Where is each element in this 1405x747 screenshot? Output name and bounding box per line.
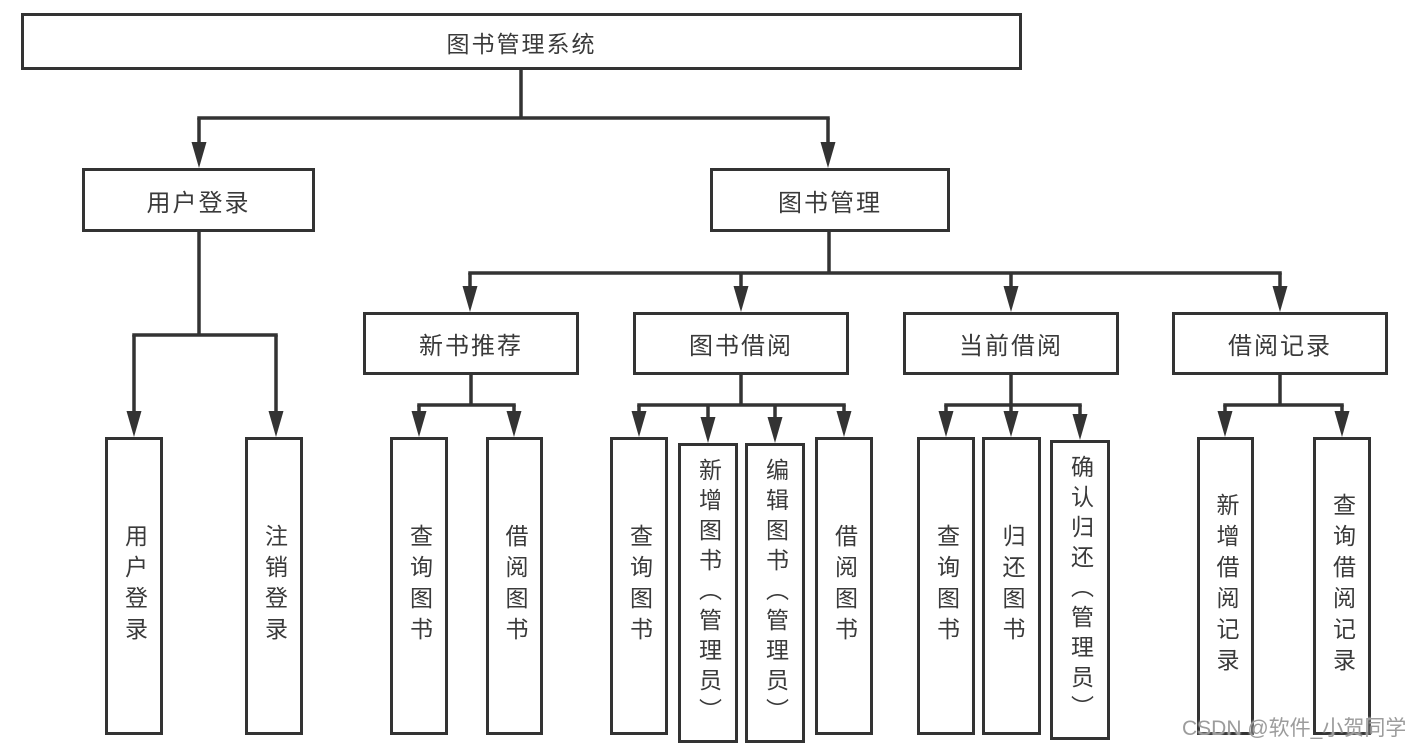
leaf-query-books-recommend-label: 查询图书 [406, 524, 433, 648]
leaf-query-borrow-record: 查询借阅记录 [1313, 437, 1371, 735]
leaf-query-books-current: 查询图书 [917, 437, 975, 735]
leaf-edit-book-admin: 编辑图书（管理员） [745, 443, 805, 743]
node-library-management-system: 图书管理系统 [21, 13, 1022, 70]
leaf-logout: 注销登录 [245, 437, 303, 735]
node-borrowing-records: 借阅记录 [1172, 312, 1388, 375]
leaf-return-books: 归还图书 [982, 437, 1041, 735]
csdn-watermark: CSDN @软件_小贺同学 [1182, 717, 1405, 740]
leaf-user-login-label: 用户登录 [121, 524, 148, 648]
leaf-add-borrow-record: 新增借阅记录 [1197, 437, 1254, 735]
leaf-logout-label: 注销登录 [261, 524, 288, 648]
leaf-query-books-recommend: 查询图书 [390, 437, 448, 735]
leaf-confirm-return-admin-label: 确认归还（管理员） [1067, 455, 1094, 725]
node-book-management: 图书管理 [710, 168, 950, 232]
leaf-query-borrow-record-label: 查询借阅记录 [1329, 493, 1356, 679]
node-current-borrowing: 当前借阅 [903, 312, 1119, 375]
leaf-add-book-admin-label: 新增图书（管理员） [695, 458, 722, 728]
leaf-return-books-label: 归还图书 [999, 524, 1025, 648]
leaf-borrow-books-recommend: 借阅图书 [486, 437, 543, 735]
node-book-borrowing: 图书借阅 [633, 312, 849, 375]
leaf-query-books-borrowing-label: 查询图书 [626, 524, 653, 648]
leaf-query-books-current-label: 查询图书 [933, 524, 960, 648]
node-new-book-recommend: 新书推荐 [363, 312, 579, 375]
leaf-add-book-admin: 新增图书（管理员） [678, 443, 738, 743]
leaf-borrow-books-recommend-label: 借阅图书 [502, 524, 528, 648]
leaf-query-books-borrowing: 查询图书 [610, 437, 668, 735]
leaf-confirm-return-admin: 确认归还（管理员） [1050, 440, 1110, 740]
leaf-user-login: 用户登录 [105, 437, 163, 735]
leaf-add-borrow-record-label: 新增借阅记录 [1213, 493, 1239, 679]
leaf-edit-book-admin-label: 编辑图书（管理员） [762, 458, 789, 728]
leaf-borrow-books-borrowing-label: 借阅图书 [831, 524, 858, 648]
node-user-login: 用户登录 [82, 168, 315, 232]
leaf-borrow-books-borrowing: 借阅图书 [815, 437, 873, 735]
